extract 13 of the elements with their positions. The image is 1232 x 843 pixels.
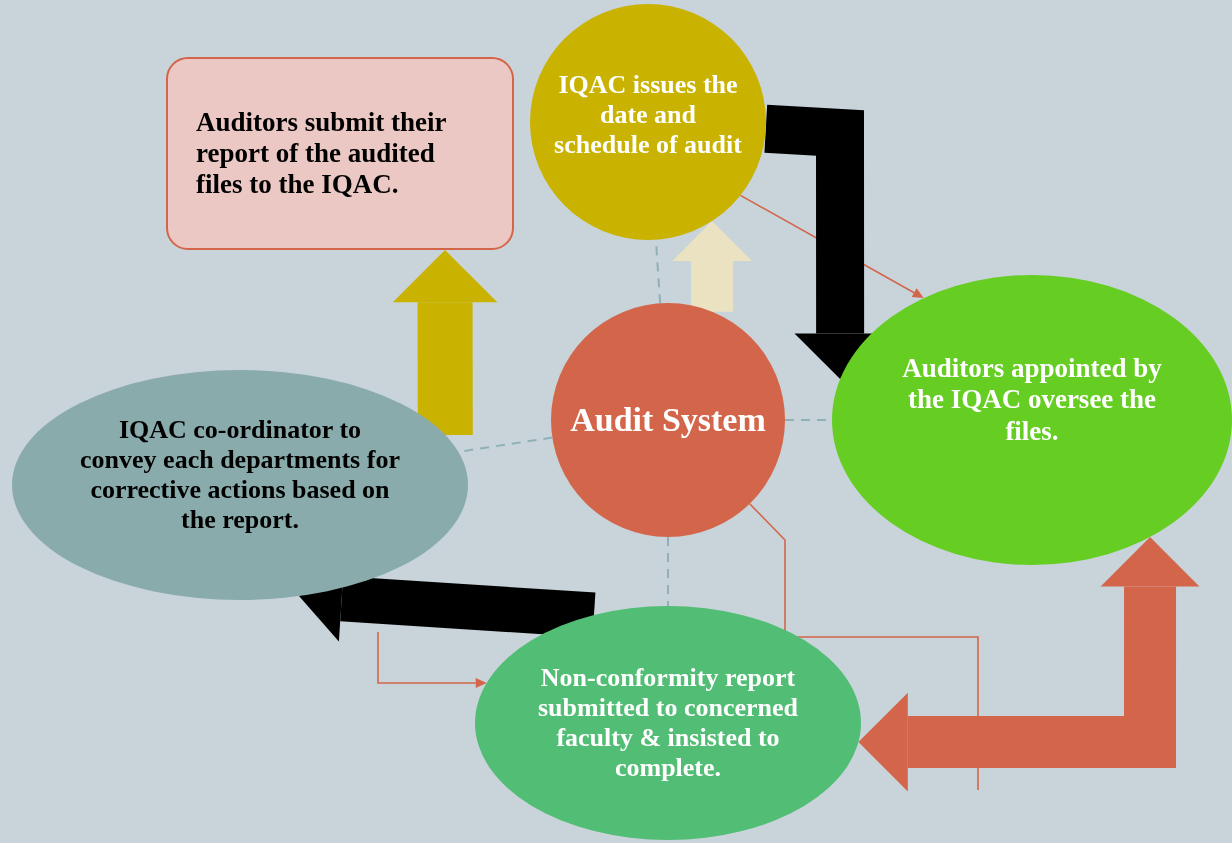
node-label: Auditors submit their report of the audited files to the IQAC. xyxy=(196,106,448,201)
node-label: Non-conformity report submitted to concerned faculty & insisted to complete. xyxy=(537,663,799,783)
node-label: Auditors appointed by the IQAC oversee the files. xyxy=(901,353,1163,447)
connector-line xyxy=(748,502,979,791)
node-label: IQAC issues the date and schedule of audit xyxy=(553,70,743,160)
process-box xyxy=(166,57,514,250)
block-arrow xyxy=(858,537,1200,792)
block-arrow xyxy=(672,221,752,312)
dashed-connector xyxy=(667,536,669,607)
arrow xyxy=(377,631,487,688)
node-label: Audit System xyxy=(569,400,767,440)
block-arrow xyxy=(392,250,498,435)
node-label: IQAC co-ordinator to convey each departments for corrective actions based on the report. xyxy=(80,415,400,535)
